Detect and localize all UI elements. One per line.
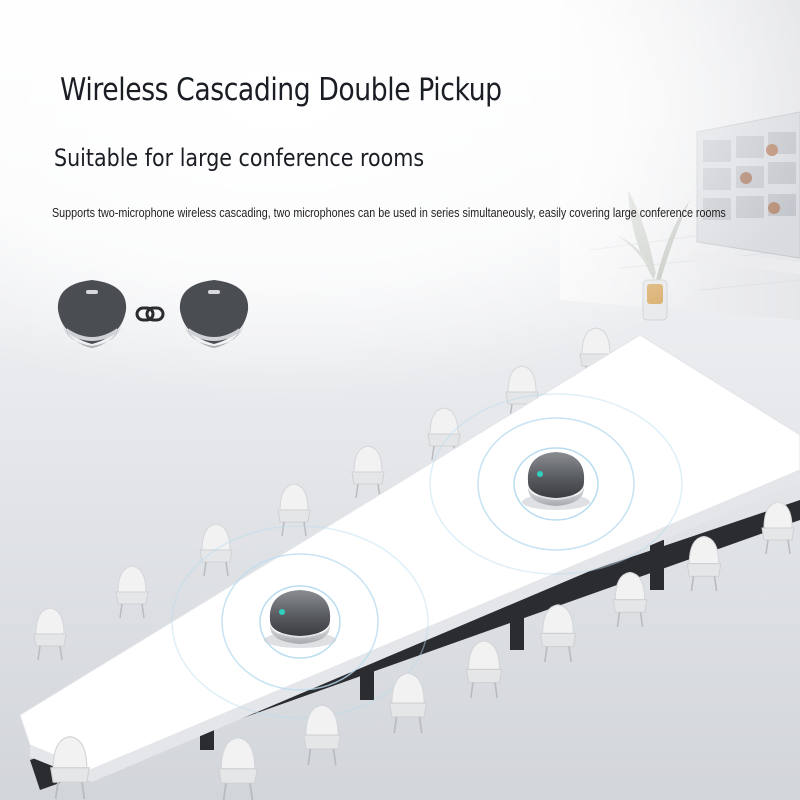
pickup-range-right bbox=[429, 393, 683, 575]
speakerphone-icon-right bbox=[179, 280, 249, 348]
speakerphone-left bbox=[264, 590, 336, 648]
speakerphone-right bbox=[522, 452, 590, 510]
pickup-range-left bbox=[171, 525, 429, 719]
chain-link-icon bbox=[135, 306, 165, 322]
speakerphone-icon-left bbox=[57, 280, 127, 348]
subheadline: Suitable for large conference rooms bbox=[54, 144, 425, 172]
feature-description: Supports two-microphone wireless cascadi… bbox=[52, 206, 726, 220]
headline: Wireless Cascading Double Pickup bbox=[60, 72, 502, 108]
